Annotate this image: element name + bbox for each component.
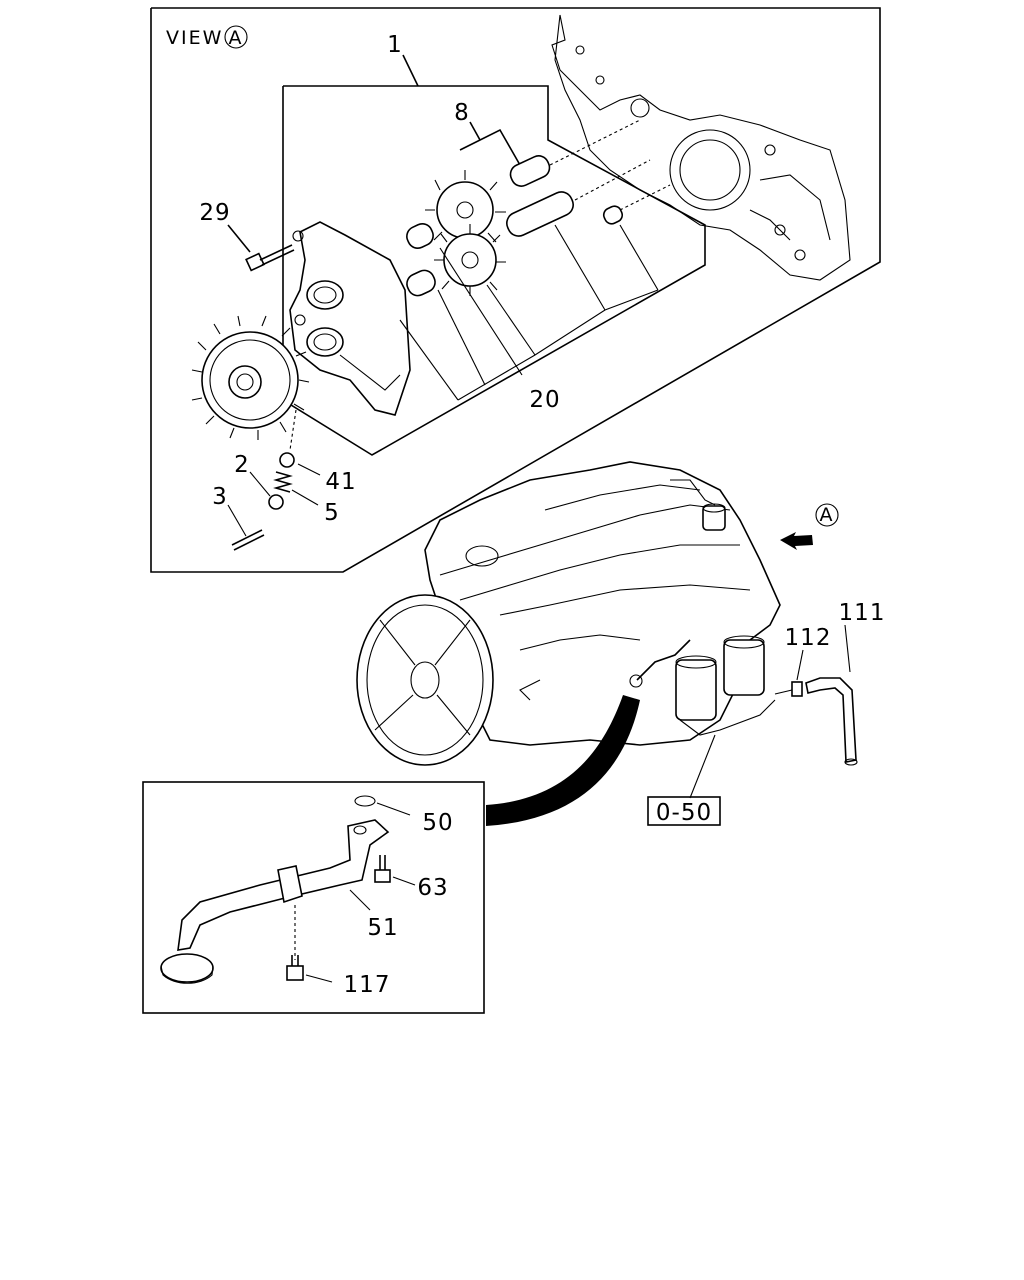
valve-axis-line [289, 409, 297, 451]
breather-pipe [670, 479, 716, 506]
oil-pipe [636, 639, 691, 681]
leader-41 [297, 463, 321, 476]
callout-51: 51 [367, 915, 398, 941]
engine-assembly [356, 461, 858, 766]
leader-112 [796, 649, 804, 681]
callout-41: 41 [325, 469, 356, 495]
leader-111 [844, 624, 851, 673]
callout-50: 50 [422, 810, 453, 836]
view-marker-circle [224, 25, 248, 49]
leaders-20 [399, 224, 659, 401]
leader-63 [392, 876, 416, 886]
view-a-inset: VIEW A 1 8 [150, 7, 881, 573]
pump-housing [289, 221, 411, 416]
callout-8: 8 [454, 100, 470, 126]
leader-29 [227, 224, 251, 253]
drive-gear [191, 315, 310, 440]
arrow-marker: A [820, 504, 835, 526]
view-title: VIEW [166, 27, 223, 49]
strainer-inset: 50 51 63 117 [142, 781, 485, 1014]
callout-29: 29 [199, 200, 230, 226]
callout-5: 5 [324, 500, 340, 526]
oil-filler-cap [465, 545, 499, 567]
callout-117: 117 [344, 972, 391, 998]
pipe-bracket [277, 865, 303, 904]
clamp-112 [791, 681, 803, 697]
flywheel [356, 594, 494, 766]
leader-117 [305, 974, 333, 983]
ball-41 [279, 452, 295, 468]
callout-20: 20 [529, 387, 560, 413]
detail-arrow [486, 695, 640, 826]
callout-111: 111 [839, 600, 886, 626]
ref-0-50-box [647, 796, 721, 826]
callout-63: 63 [417, 875, 448, 901]
strainer-frame [142, 781, 485, 1014]
callout-1: 1 [387, 32, 403, 58]
bolt-29 [245, 244, 295, 272]
leader-3 [227, 504, 247, 537]
hose-111 [805, 677, 857, 763]
leader-2 [249, 471, 271, 497]
group-1-bracket [282, 85, 706, 456]
leader-51 [349, 889, 371, 911]
arrow-marker-circle [815, 503, 839, 527]
leader-1 [402, 54, 419, 87]
view-a-frame [150, 7, 881, 573]
strainer-pipe-51 [160, 819, 390, 984]
plunger-2 [268, 494, 284, 510]
leader-50 [376, 802, 411, 816]
view-arrow: A [780, 503, 839, 550]
pin-3 [231, 529, 265, 551]
view-marker: A [229, 27, 244, 49]
bolt-117 [286, 955, 304, 981]
o-ring-50 [354, 795, 376, 807]
callout-3: 3 [212, 484, 228, 510]
oil-filters [675, 635, 776, 736]
engine-block-outline [551, 14, 851, 281]
callout-2: 2 [234, 452, 250, 478]
pump-gear-lower [434, 224, 506, 296]
leader-5 [291, 489, 319, 506]
callout-112: 112 [785, 625, 832, 651]
spring-5 [273, 471, 293, 493]
leader-0-50 [689, 734, 716, 799]
leader-8 [469, 121, 481, 141]
callout-0-50: 0-50 [656, 800, 712, 826]
pump-shafts [406, 119, 671, 297]
group-8-bracket [459, 128, 521, 166]
bolt-63 [374, 855, 391, 883]
